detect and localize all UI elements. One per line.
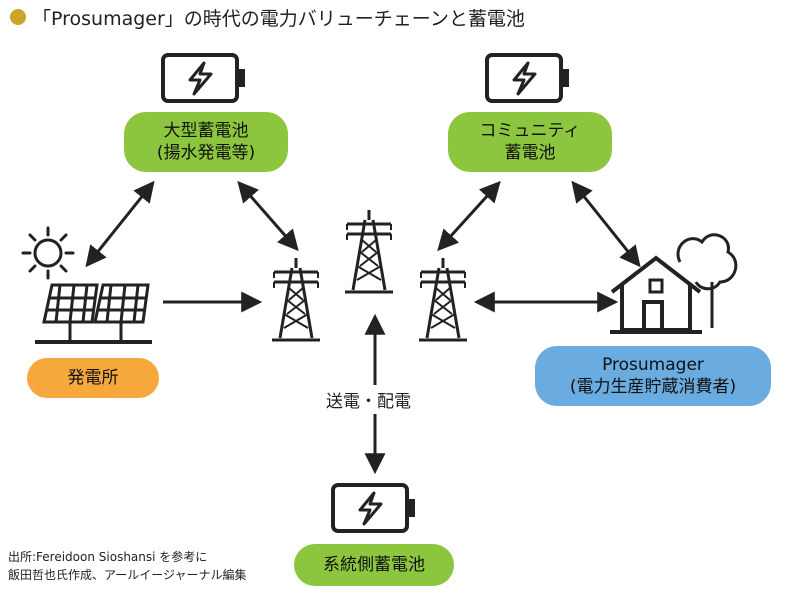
battery-icon-grid [331,483,417,533]
battery-icon-community [485,53,571,103]
prosumager-label-1: Prosumager [602,355,704,375]
community-storage-label-2: 蓄電池 [504,143,556,163]
large-storage-label-2: (揚水発電等) [156,143,256,163]
generation-label: 発電所 [67,368,119,388]
source-note: 出所:Fereidoon Sioshansi を参考に 飯田哲也氏作成、アールイ… [8,548,246,584]
house-icon [610,255,702,334]
community-storage-pill: コミュニティ 蓄電池 [448,112,612,172]
transmission-tower-icon-left [270,256,322,342]
page-title: 「Prosumager」の時代の電力バリューチェーンと蓄電池 [32,8,525,30]
transmission-label: 送電・配電 [322,385,415,414]
arrow-community-to-house [571,180,641,268]
grid-storage-pill: 系統側蓄電池 [294,544,454,586]
battery-icon-large [161,53,247,103]
prosumager-label-2: (電力生産貯蔵消費者) [569,377,737,397]
sun-icon [21,226,75,280]
large-storage-pill: 大型蓄電池 (揚水発電等) [124,112,288,172]
grid-storage-label: 系統側蓄電池 [323,555,425,575]
large-storage-label-1: 大型蓄電池 [163,121,249,141]
prosumager-pill: Prosumager (電力生産貯蔵消費者) [535,346,771,406]
generation-pill: 発電所 [27,358,159,398]
solar-panel-icon [35,283,152,344]
transmission-tower-icon-right [417,256,469,342]
title-bullet [10,9,26,25]
community-storage-label-1: コミュニティ [479,121,581,141]
tree-icon [676,233,738,328]
transmission-tower-icon-center [343,208,395,294]
arrow-large-storage-to-grid [237,180,299,252]
source-line-2: 飯田哲也氏作成、アールイージャーナル編集 [8,568,247,582]
arrow-community-to-grid [437,180,501,252]
source-line-1: 出所:Fereidoon Sioshansi を参考に [8,550,208,564]
arrow-large-storage-to-solar [85,180,155,268]
